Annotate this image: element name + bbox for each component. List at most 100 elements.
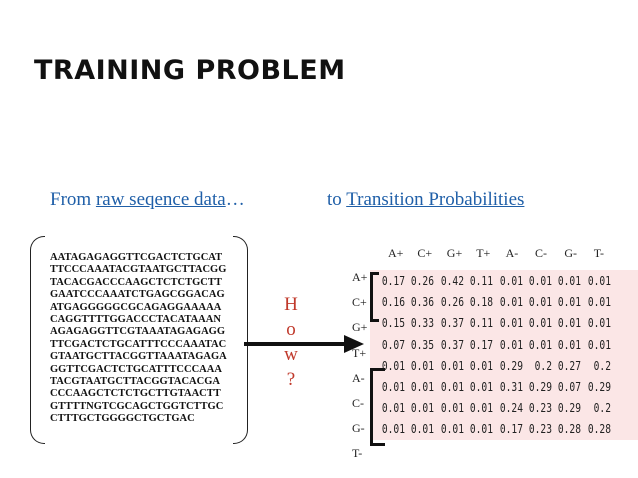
matrix-cell: 0.36 <box>411 295 435 310</box>
matrix-cell: 0.01 <box>499 295 523 310</box>
matrix-cell: 0.01 <box>587 274 611 288</box>
matrix-cell: 0.01 <box>470 380 494 394</box>
matrix-cell: 0.15 <box>381 316 405 331</box>
matrix-cell: 0.01 <box>411 380 435 394</box>
column-header: T+ <box>476 246 491 260</box>
matrix-cell: 0.01 <box>411 358 435 373</box>
row-header: A+ <box>352 270 368 284</box>
to-prefix: to <box>327 189 347 210</box>
how-letter: o <box>286 319 296 340</box>
matrix-cell: 0.01 <box>381 401 405 416</box>
matrix-cell: 0.01 <box>587 316 611 331</box>
matrix-cell: 0.29 <box>587 380 611 394</box>
sequence-line: CAGGTTTTGGACCCTACATAAAN <box>50 314 221 326</box>
sequence-line: GAATCCCAAATCTGAGCGGACAG <box>50 289 225 301</box>
matrix-cell: 0.17 <box>499 422 523 437</box>
matrix-cell: 0.2 <box>593 401 611 416</box>
matrix-cell: 0.01 <box>499 337 523 352</box>
sequence-line: ATGAGGGGGCGCAGAGGAAAAA <box>50 301 222 313</box>
matrix-cell: 0.01 <box>528 337 552 352</box>
matrix-cell: 0.01 <box>558 295 582 310</box>
how-letter: ? <box>286 369 296 390</box>
matrix-cell: 0.42 <box>440 274 464 288</box>
left-bracket <box>30 236 45 444</box>
from-prefix: From <box>50 189 96 210</box>
sequence-line: TACGTAATGCTTACGGTACACGA <box>50 376 220 388</box>
matrix-cell: 0.07 <box>381 337 405 352</box>
matrix-cell: 0.01 <box>440 422 464 437</box>
matrix-cell: 0.01 <box>499 316 523 331</box>
sequence-line: TTCCCAAATACGTAATGCTTACGG <box>50 264 227 276</box>
matrix-cell: 0.11 <box>470 274 494 288</box>
transition-probabilities-link[interactable]: Transition Probabilities <box>346 189 525 210</box>
raw-sequence-link[interactable]: raw seqence data <box>95 189 226 210</box>
sequence-line: AATAGAGAGGTTCGACTCTGCAT <box>50 252 223 263</box>
sequence-line: CTTTGCTGGGGCTGCTGAC <box>50 413 195 425</box>
matrix-cell: 0.17 <box>470 337 494 352</box>
matrix-cell: 0.01 <box>381 358 405 373</box>
matrix-bracket <box>370 368 385 446</box>
matrix-cell: 0.01 <box>528 295 552 310</box>
matrix-cell: 0.01 <box>470 422 494 437</box>
sequence-line: AGAGAGGTTCGTAAATAGAGAGG <box>50 326 226 338</box>
sequence-line: TTCGACTCTGCATTTCCCAAATAC <box>50 338 227 350</box>
matrix-cell: 0.01 <box>470 358 494 373</box>
matrix-cell: 0.31 <box>499 380 523 394</box>
matrix-cell: 0.11 <box>470 316 494 331</box>
column-header: A- <box>505 246 519 260</box>
right-arrow-icon <box>244 335 364 353</box>
sequence-line: GGTTCGACTCTGCATTTCCCAAA <box>50 363 222 375</box>
matrix-cell: 0.17 <box>381 274 405 288</box>
matrix-cell: 0.01 <box>470 401 494 416</box>
column-header: C- <box>535 246 547 260</box>
matrix-cell: 0.35 <box>411 337 435 352</box>
matrix-grid: 0.17 0.26 0.42 0.11 0.01 0.01 0.01 0.01 0.16 0.36… <box>370 270 638 440</box>
column-header: G+ <box>446 246 463 260</box>
matrix-cell: 0.01 <box>558 316 582 331</box>
matrix-cell: 0.33 <box>411 316 435 331</box>
matrix-cell: 0.23 <box>528 401 552 416</box>
matrix-cell: 0.01 <box>440 401 464 416</box>
column-header: T- <box>593 246 605 260</box>
matrix-cell: 0.01 <box>528 316 552 331</box>
row-header: C- <box>352 396 364 410</box>
matrix-cell: 0.01 <box>440 358 464 373</box>
how-letter: H <box>284 294 298 315</box>
matrix-cell: 0.27 <box>558 358 582 373</box>
matrix-cell: 0.01 <box>381 380 405 394</box>
matrix-cell: 0.28 <box>558 422 582 437</box>
matrix-cell: 0.29 <box>528 380 552 394</box>
how-letter: w <box>284 344 298 365</box>
row-header: T+ <box>352 345 367 360</box>
row-header: T- <box>352 446 363 461</box>
matrix-cell: 0.01 <box>558 337 582 352</box>
sequence-line: GTTTTNGTCGCAGCTGGTCTTGC <box>50 400 224 412</box>
row-header: G- <box>352 421 365 436</box>
to-caption: to Transition Probabilities <box>327 189 524 211</box>
matrix-cell: 0.01 <box>587 295 611 310</box>
matrix-cell: 0.01 <box>440 380 464 394</box>
matrix-cell: 0.29 <box>558 401 582 416</box>
matrix-cell: 0.29 <box>499 358 523 373</box>
row-header: G+ <box>352 320 368 335</box>
row-header: A- <box>352 370 365 385</box>
column-header: G- <box>564 246 578 260</box>
matrix-cell: 0.01 <box>411 422 435 437</box>
matrix-cell: 0.37 <box>440 316 464 331</box>
matrix-cell: 0.01 <box>528 274 552 288</box>
matrix-cell: 0.37 <box>440 337 464 352</box>
matrix-cell: 0.18 <box>470 295 494 310</box>
matrix-cell: 0.16 <box>381 295 405 310</box>
sequence-line: TACACGACCCAAGCTCTCTGCTT <box>50 276 222 288</box>
matrix-cell: 0.2 <box>593 358 611 373</box>
sequence-line: CCCAAGCTCTCTGCTTGTAACTT <box>50 388 221 400</box>
sequence-line: GTAATGCTTACGGTTAAATAGAGA <box>50 351 227 363</box>
matrix-cell: 0.2 <box>534 358 552 373</box>
matrix-cell: 0.26 <box>411 274 435 288</box>
matrix-cell: 0.01 <box>381 422 405 437</box>
matrix-cell: 0.28 <box>587 422 611 437</box>
matrix-cell: 0.01 <box>411 401 435 416</box>
